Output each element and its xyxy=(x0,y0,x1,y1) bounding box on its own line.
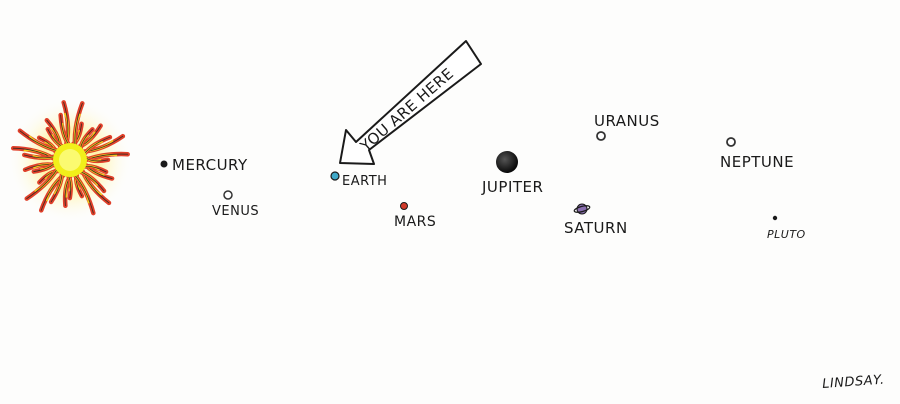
jupiter-label: JUPITER xyxy=(481,178,543,196)
planet-neptune: NEPTUNE xyxy=(720,137,794,171)
earth-icon xyxy=(330,171,340,181)
sun-ray-outline xyxy=(19,130,58,151)
sun-ray-outline xyxy=(74,102,83,146)
sun-icon xyxy=(8,98,132,222)
mars-icon xyxy=(400,202,408,210)
planet-pluto: PLUTO xyxy=(767,215,806,241)
sun-ray-outline xyxy=(74,174,94,214)
sun-ray-outline xyxy=(80,171,105,192)
planet-venus: VENUS xyxy=(212,190,259,219)
uranus-icon xyxy=(596,131,606,141)
saturn-label: SATURN xyxy=(564,219,628,237)
planet-mercury: MERCURY xyxy=(160,156,248,174)
pluto-label: PLUTO xyxy=(767,228,806,241)
sun-ray-outline xyxy=(50,173,63,203)
mercury-icon xyxy=(160,160,168,168)
planet-earth: EARTH xyxy=(330,171,387,189)
venus-icon xyxy=(223,190,233,200)
mercury-label: MERCURY xyxy=(172,156,248,174)
venus-label: VENUS xyxy=(212,204,259,219)
planet-saturn: SATURN xyxy=(564,203,628,237)
sun-ray-outline xyxy=(33,162,55,172)
mars-label: MARS xyxy=(394,214,436,230)
you-are-here-label: YOU ARE HERE xyxy=(356,64,457,155)
artist-signature: LINDSAY. xyxy=(822,373,885,392)
planet-mars: MARS xyxy=(394,202,436,230)
sun-ray-outline xyxy=(80,128,93,149)
planet-jupiter: JUPITER xyxy=(481,151,543,196)
sun-ray-outline xyxy=(84,165,107,173)
sun-ray-outline xyxy=(47,128,63,147)
neptune-icon xyxy=(726,137,736,147)
sun-ray-outline xyxy=(84,136,111,154)
neptune-label: NEPTUNE xyxy=(720,153,794,171)
uranus-label: URANUS xyxy=(594,112,660,130)
sun-ray-outline xyxy=(26,169,58,200)
sun-ray-outline xyxy=(60,114,69,145)
sun-ray-outline xyxy=(85,157,109,162)
sun-ray-outline xyxy=(67,175,72,199)
planet-uranus: URANUS xyxy=(594,112,660,141)
jupiter-icon xyxy=(496,151,518,173)
sun-ray-outline xyxy=(23,154,55,159)
saturn-icon xyxy=(573,203,591,215)
pluto-icon xyxy=(772,215,778,221)
earth-label: EARTH xyxy=(342,174,387,189)
you-are-here-arrow: YOU ARE HERE xyxy=(339,40,482,165)
